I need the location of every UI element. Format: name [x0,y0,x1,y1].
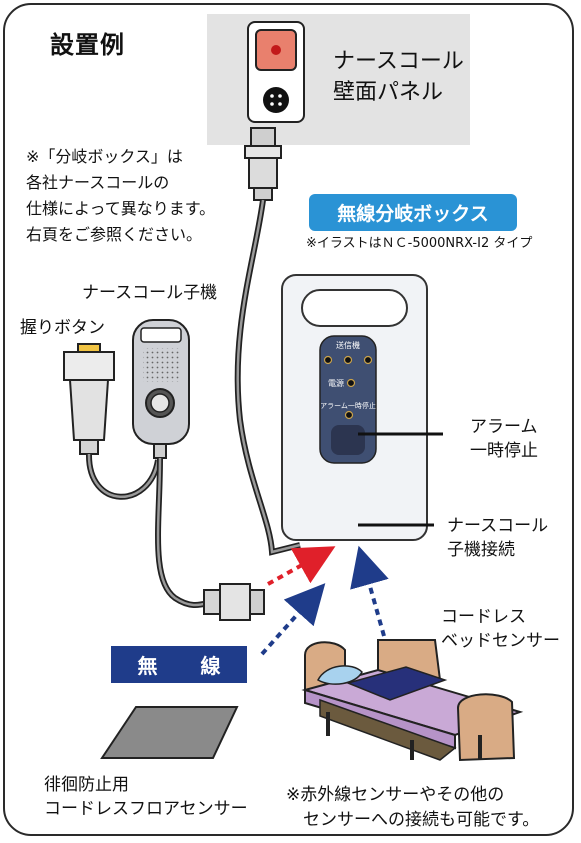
wireless-branch-box-badge: 無線分岐ボックス [309,194,517,231]
wall-panel-label: ナースコール 壁面パネル [333,49,464,105]
page-title: 設置例 [50,31,125,59]
panel-plug [244,127,282,201]
floor-sensor-mat [100,706,239,759]
grip-cable [85,453,161,500]
alarm-pause-label: アラーム 一時停止 [470,417,538,461]
wall-panel [207,14,470,145]
handset-plug [203,583,265,621]
bed-sensor-pad [345,666,448,701]
wireless-badge: 無 線 [111,646,247,683]
bed-sensor-arrow [350,545,389,637]
grip-button-label: 握りボタン [20,318,105,338]
floor-sensor-arrow [260,583,326,656]
branch-box: 送信機 電源 アラーム一時停止 [281,274,428,541]
grip-button [63,343,115,455]
bed [301,639,524,762]
handset-cable [155,457,209,608]
pillow [317,665,363,685]
illustration-note: ※イラストはＮＣ-5000NRX-I2 タイプ [306,236,533,251]
handset-remote [132,319,190,459]
wired-signal-arrow [267,546,336,586]
other-sensors-note: ※赤外線センサーやその他の センサーへの接続も可能です。 [286,785,540,830]
send-led-label: 送信機 [336,340,360,350]
cordless-bed-sensor-label: コードレス ベッドセンサー [441,607,560,651]
handset-connection-label: ナースコール 子機接続 [447,516,549,560]
outer-frame [3,3,574,836]
floor-sensor-label: 徘徊防止用 コードレスフロアセンサー [44,775,248,819]
power-led-label: 電源 [328,379,344,388]
handset-label: ナースコール子機 [82,283,218,303]
panel-jack [263,87,289,113]
alarm-stop-led-label: アラーム一時停止 [320,401,376,410]
branch-box-note: ※「分岐ボックス」は 各社ナースコールの 仕様によって異なります。 右頁をご参照… [26,147,216,244]
